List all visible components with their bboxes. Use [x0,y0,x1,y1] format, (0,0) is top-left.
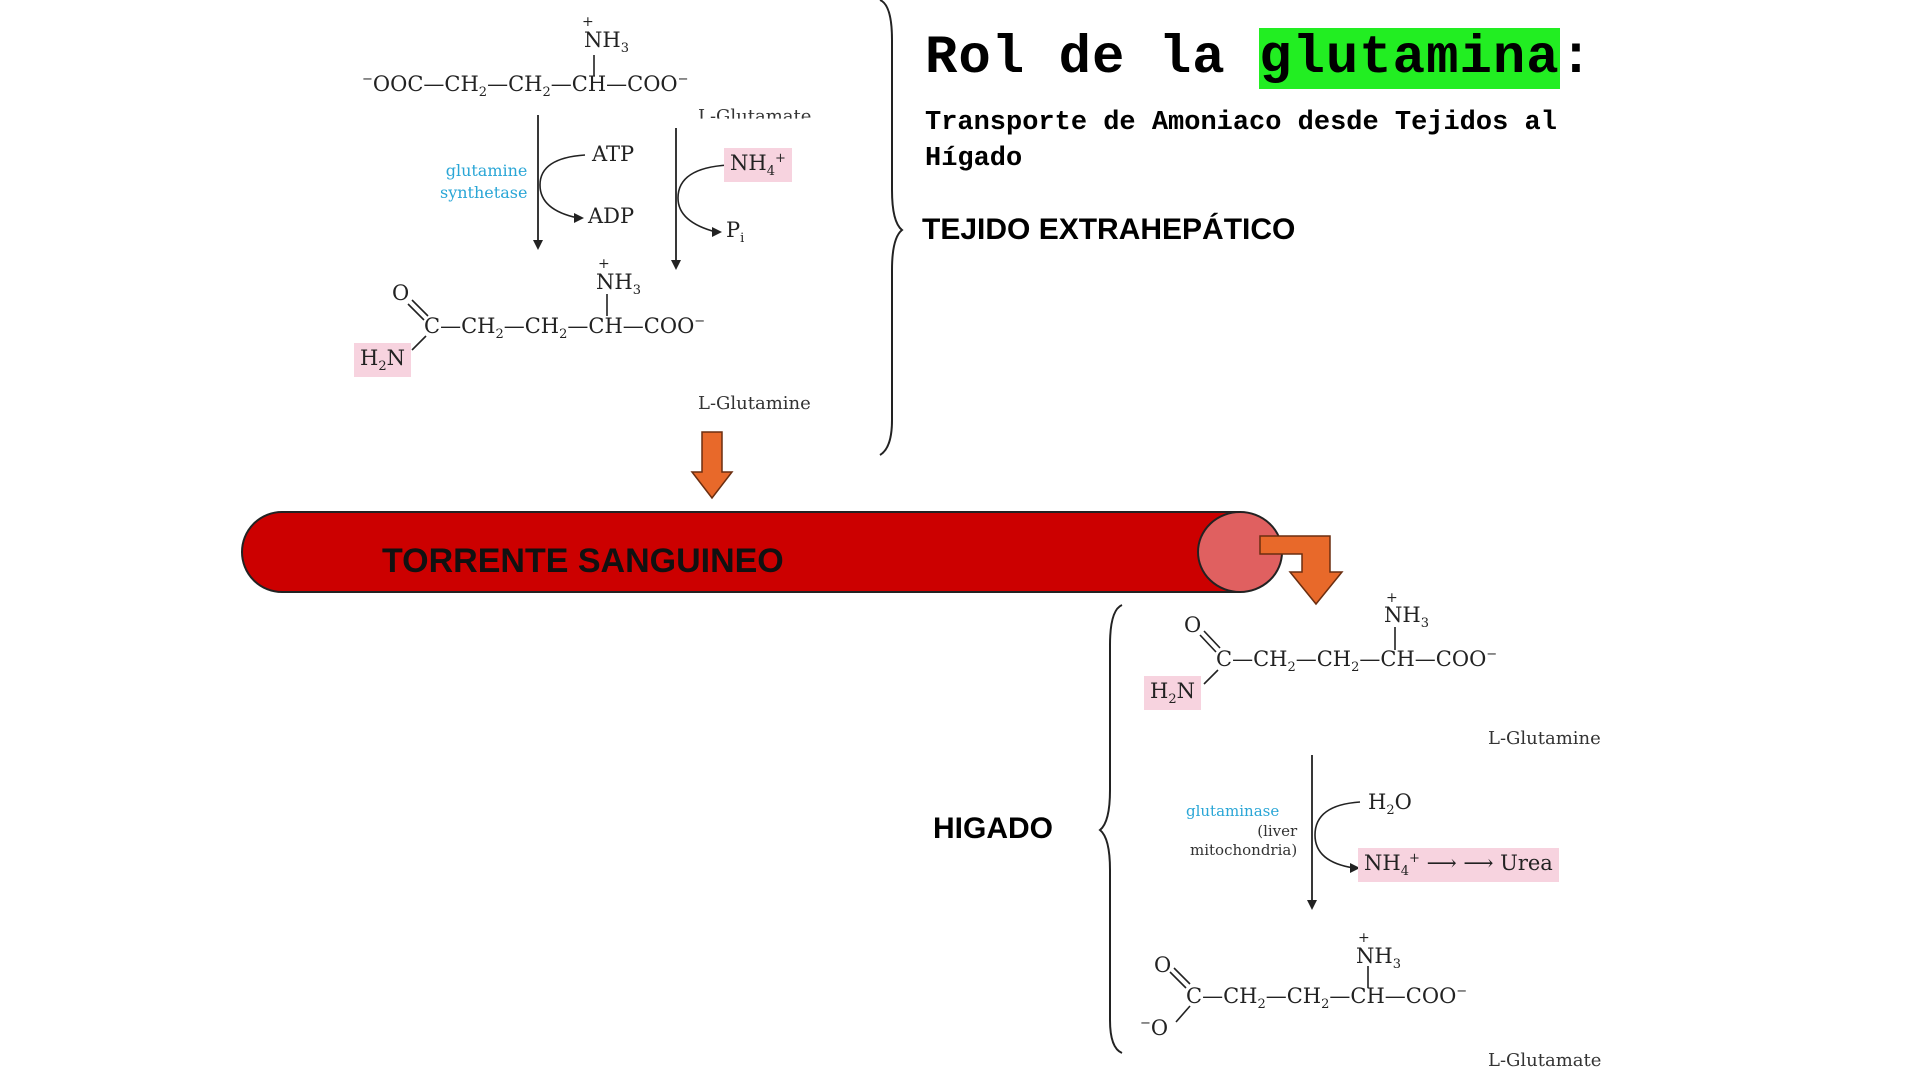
carbonyl-o: O [1184,613,1202,637]
water-label: H2O [1368,790,1412,819]
carboxyl-o: O [1154,953,1172,977]
ammonium-to-urea-box: NH4+ ⟶ ⟶ Urea [1358,848,1559,883]
title-suffix: : [1559,28,1594,89]
glutamine-name-top: L-Glutamine [698,393,811,414]
charge-plus: + [582,14,594,30]
ammonium-top-box: NH4+ [724,148,792,183]
slide-subtitle: Transporte de Amoniaco desde Tejidos al … [925,108,1557,174]
title-prefix: Rol de la [925,28,1260,89]
label-extrahepatic-tissue: TEJIDO EXTRAHEPÁTICO [922,213,1296,246]
glutamate-structure-bottom: C—CH2—CH2—CH—COO− [1186,984,1468,1013]
arrow-to-urea: ⟶ ⟶ [1419,851,1501,875]
amide-h2n-bottom: H2N [1144,676,1201,711]
atp-label: ATP [592,142,635,166]
label-bloodstream: TORRENTE SANGUINEO [382,542,784,580]
brace-liver [1098,604,1123,1054]
arrow-to-liver [1259,535,1344,606]
glutamine-structure-top: C—CH2—CH2—CH—COO− [424,314,706,343]
label-liver: HIGADO [933,812,1053,845]
charge-plus: + [1386,590,1398,606]
phosphate-label: Pi [726,218,745,247]
charge-plus: + [1358,930,1370,946]
glutamate-name-top: L-Glutamate [698,106,812,127]
glutamine-structure-bottom: C—CH2—CH2—CH—COO− [1216,647,1498,676]
amide-h2n-top: H2N [354,343,411,378]
title-highlight: glutamina [1259,28,1560,89]
nh3-group-glutamine-top: NH3 [596,270,641,299]
glutamine-name-bottom: L-Glutamine [1488,728,1601,749]
glutamate-name-bottom: L-Glutamate [1488,1050,1602,1071]
nh3-group-glutamine-bottom: NH3 [1384,603,1429,632]
nh3-group-top: NH3 [584,28,629,57]
adp-label: ADP [588,204,635,228]
glutamate-structure-top: −OOC—CH2—CH2—CH—COO− [362,72,689,101]
nh3-group-glutamate-bottom: NH3 [1356,944,1401,973]
arrow-into-bloodstream [690,431,734,500]
enzyme-glutaminase: glutaminase [1186,802,1280,820]
brace-extrahepatic [879,0,904,456]
carboxylate-o-minus: −O [1140,1016,1169,1040]
slide-title: Rol de la glutamina: [925,28,1593,89]
charge-plus: + [598,256,610,272]
bloodstream-vessel [241,511,1241,593]
carbonyl-o: O [392,281,410,305]
